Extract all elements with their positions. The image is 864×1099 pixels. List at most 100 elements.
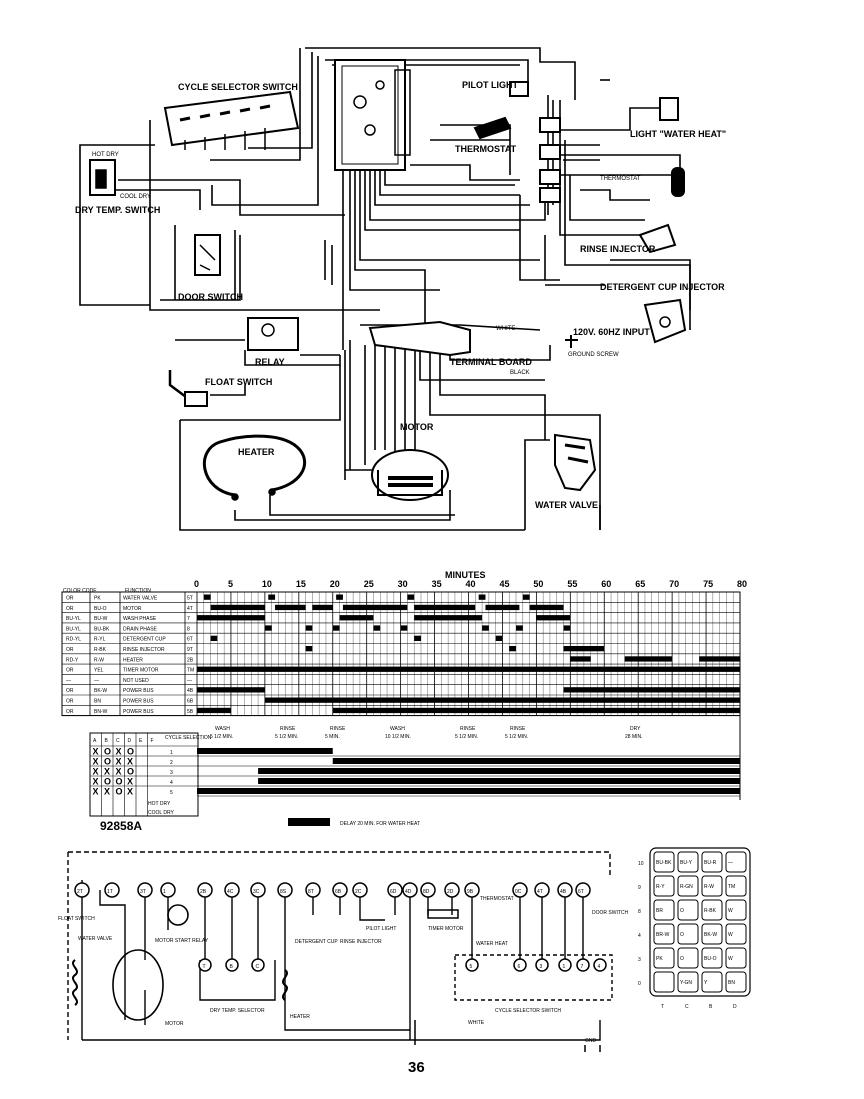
water-valve: [554, 433, 597, 492]
cycle-selection-bars: [197, 748, 740, 797]
chart-contact-bar: [414, 635, 421, 641]
selection-number: 3: [170, 770, 173, 776]
grid-row-number: 10: [638, 861, 644, 867]
grid-cell: [653, 851, 675, 873]
chart-terminal: 5B: [187, 709, 194, 715]
thermostat: [473, 116, 512, 140]
chart-terminal: TM: [187, 668, 194, 674]
phase-name: WASH: [390, 726, 405, 732]
schematic-terminal: [305, 882, 321, 898]
minute-label: 60: [601, 579, 611, 589]
chart-terminal: 8: [187, 626, 190, 632]
label-motor: MOTOR: [400, 422, 434, 432]
chart-color2: BN: [94, 699, 101, 705]
chart-contact-bar: [275, 604, 306, 611]
grid-cell: [677, 899, 699, 921]
chart-color1: RD-YL: [66, 637, 81, 643]
schematic-heater-coil: [282, 969, 288, 1001]
schematic-terminal-label: 8D: [423, 889, 430, 895]
chart-function: MOTOR: [123, 606, 142, 612]
terminal-board: [368, 320, 471, 357]
chart-color2: R-W: [94, 657, 104, 663]
chart-contact-bar: [366, 697, 740, 703]
schematic-terminal: [464, 882, 480, 898]
selection-bar: [197, 748, 333, 754]
chart-contact-bar: [516, 625, 523, 631]
schematic-terminal: [402, 882, 418, 898]
schematic-timer-motor: [427, 909, 459, 919]
delay-bar: [288, 818, 330, 826]
selection-mark: X: [104, 787, 110, 797]
label-light-water-heat: LIGHT "WATER HEAT": [630, 129, 726, 139]
chart-contact-bar: [414, 604, 476, 611]
chart-terminal: 4T: [187, 606, 193, 612]
selection-mark: X: [93, 777, 99, 787]
schematic-terminal-label: 1T: [107, 889, 113, 895]
chart-color2: PK: [94, 596, 101, 602]
label-water-valve: WATER VALVE: [535, 500, 598, 510]
label-wire-white: WHITE: [496, 326, 515, 332]
sch-label-motor: MOTOR: [165, 1021, 184, 1027]
chart-function: NOT USED: [123, 678, 149, 684]
grid-cell: [677, 947, 699, 969]
grid-cell-label: R-Y: [656, 884, 665, 890]
grid-cell-label: BU-BK: [656, 860, 672, 866]
selection-mark: X: [116, 757, 122, 767]
schematic-terminal-label: 1: [563, 964, 566, 970]
schematic-labels: FLOAT SWITCH WATER VALVE MOTOR START REL…: [58, 896, 628, 1044]
chart-color1: OR: [66, 606, 74, 612]
chart-color1: OR: [66, 596, 74, 602]
grid-cell-label: —: [728, 860, 733, 866]
minute-label: 40: [466, 579, 476, 589]
chart-terminal: 7: [187, 616, 190, 622]
schematic-terminal: [575, 882, 591, 898]
schematic-gnd: [584, 1045, 601, 1052]
grid-col-label: T: [661, 1004, 664, 1010]
minute-label: 5: [228, 579, 233, 589]
chart-contact-bar: [342, 604, 408, 611]
schematic-motor-start-relay: [167, 904, 189, 926]
ground-screw: [565, 335, 578, 348]
minute-label: 70: [669, 579, 679, 589]
grid-row-number: 9: [638, 885, 641, 891]
grid-cell: [677, 875, 699, 897]
chart-contact-bar: [509, 646, 517, 652]
chart-color2: BU-BK: [94, 626, 110, 632]
chart-contact-bar: [268, 594, 276, 600]
schematic-terminal: [444, 882, 460, 898]
schematic-terminal: [465, 958, 479, 972]
chart-contact-bar: [570, 656, 591, 662]
selection-mark: X: [93, 757, 99, 767]
grid-cell: [701, 923, 723, 945]
grid-col-label: D: [733, 1004, 737, 1010]
schematic-terminal: [251, 958, 265, 972]
selection-bar: [258, 778, 740, 784]
grid-cell-label: BK-W: [704, 932, 717, 938]
chart-function: POWER BUS: [123, 709, 154, 715]
phase-duration: 5 MIN.: [325, 734, 340, 740]
grid-cell: [701, 947, 723, 969]
detergent-cup-injector: [643, 298, 687, 344]
selection-col-label: E: [139, 738, 143, 744]
label-cool-dry: COOL DRY: [120, 194, 151, 200]
grid-cell: [725, 851, 747, 873]
phase-name: RINSE: [460, 726, 476, 732]
minute-label: 50: [533, 579, 543, 589]
schematic-terminal: [277, 882, 293, 898]
sch-label-timer-motor: TIMER MOTOR: [428, 926, 464, 932]
schematic-terminal: [352, 882, 368, 898]
minute-label: 55: [567, 579, 577, 589]
delay-note: DELAY 20 MIN. FOR WATER HEAT: [340, 821, 420, 827]
chart-col-code: COLOR CODE: [63, 588, 97, 594]
phase-duration: 5 1/2 MIN.: [455, 734, 478, 740]
chart-contact-bar: [339, 615, 374, 621]
selection-mark: X: [93, 767, 99, 777]
chart-title: MINUTES: [445, 570, 486, 580]
chart-contact-bar: [522, 594, 530, 600]
minute-label: 20: [330, 579, 340, 589]
minute-label: 35: [432, 579, 442, 589]
grid-cell: [725, 899, 747, 921]
schematic-terminal-label: 0C: [515, 889, 522, 895]
schematic-terminal: [557, 882, 573, 898]
